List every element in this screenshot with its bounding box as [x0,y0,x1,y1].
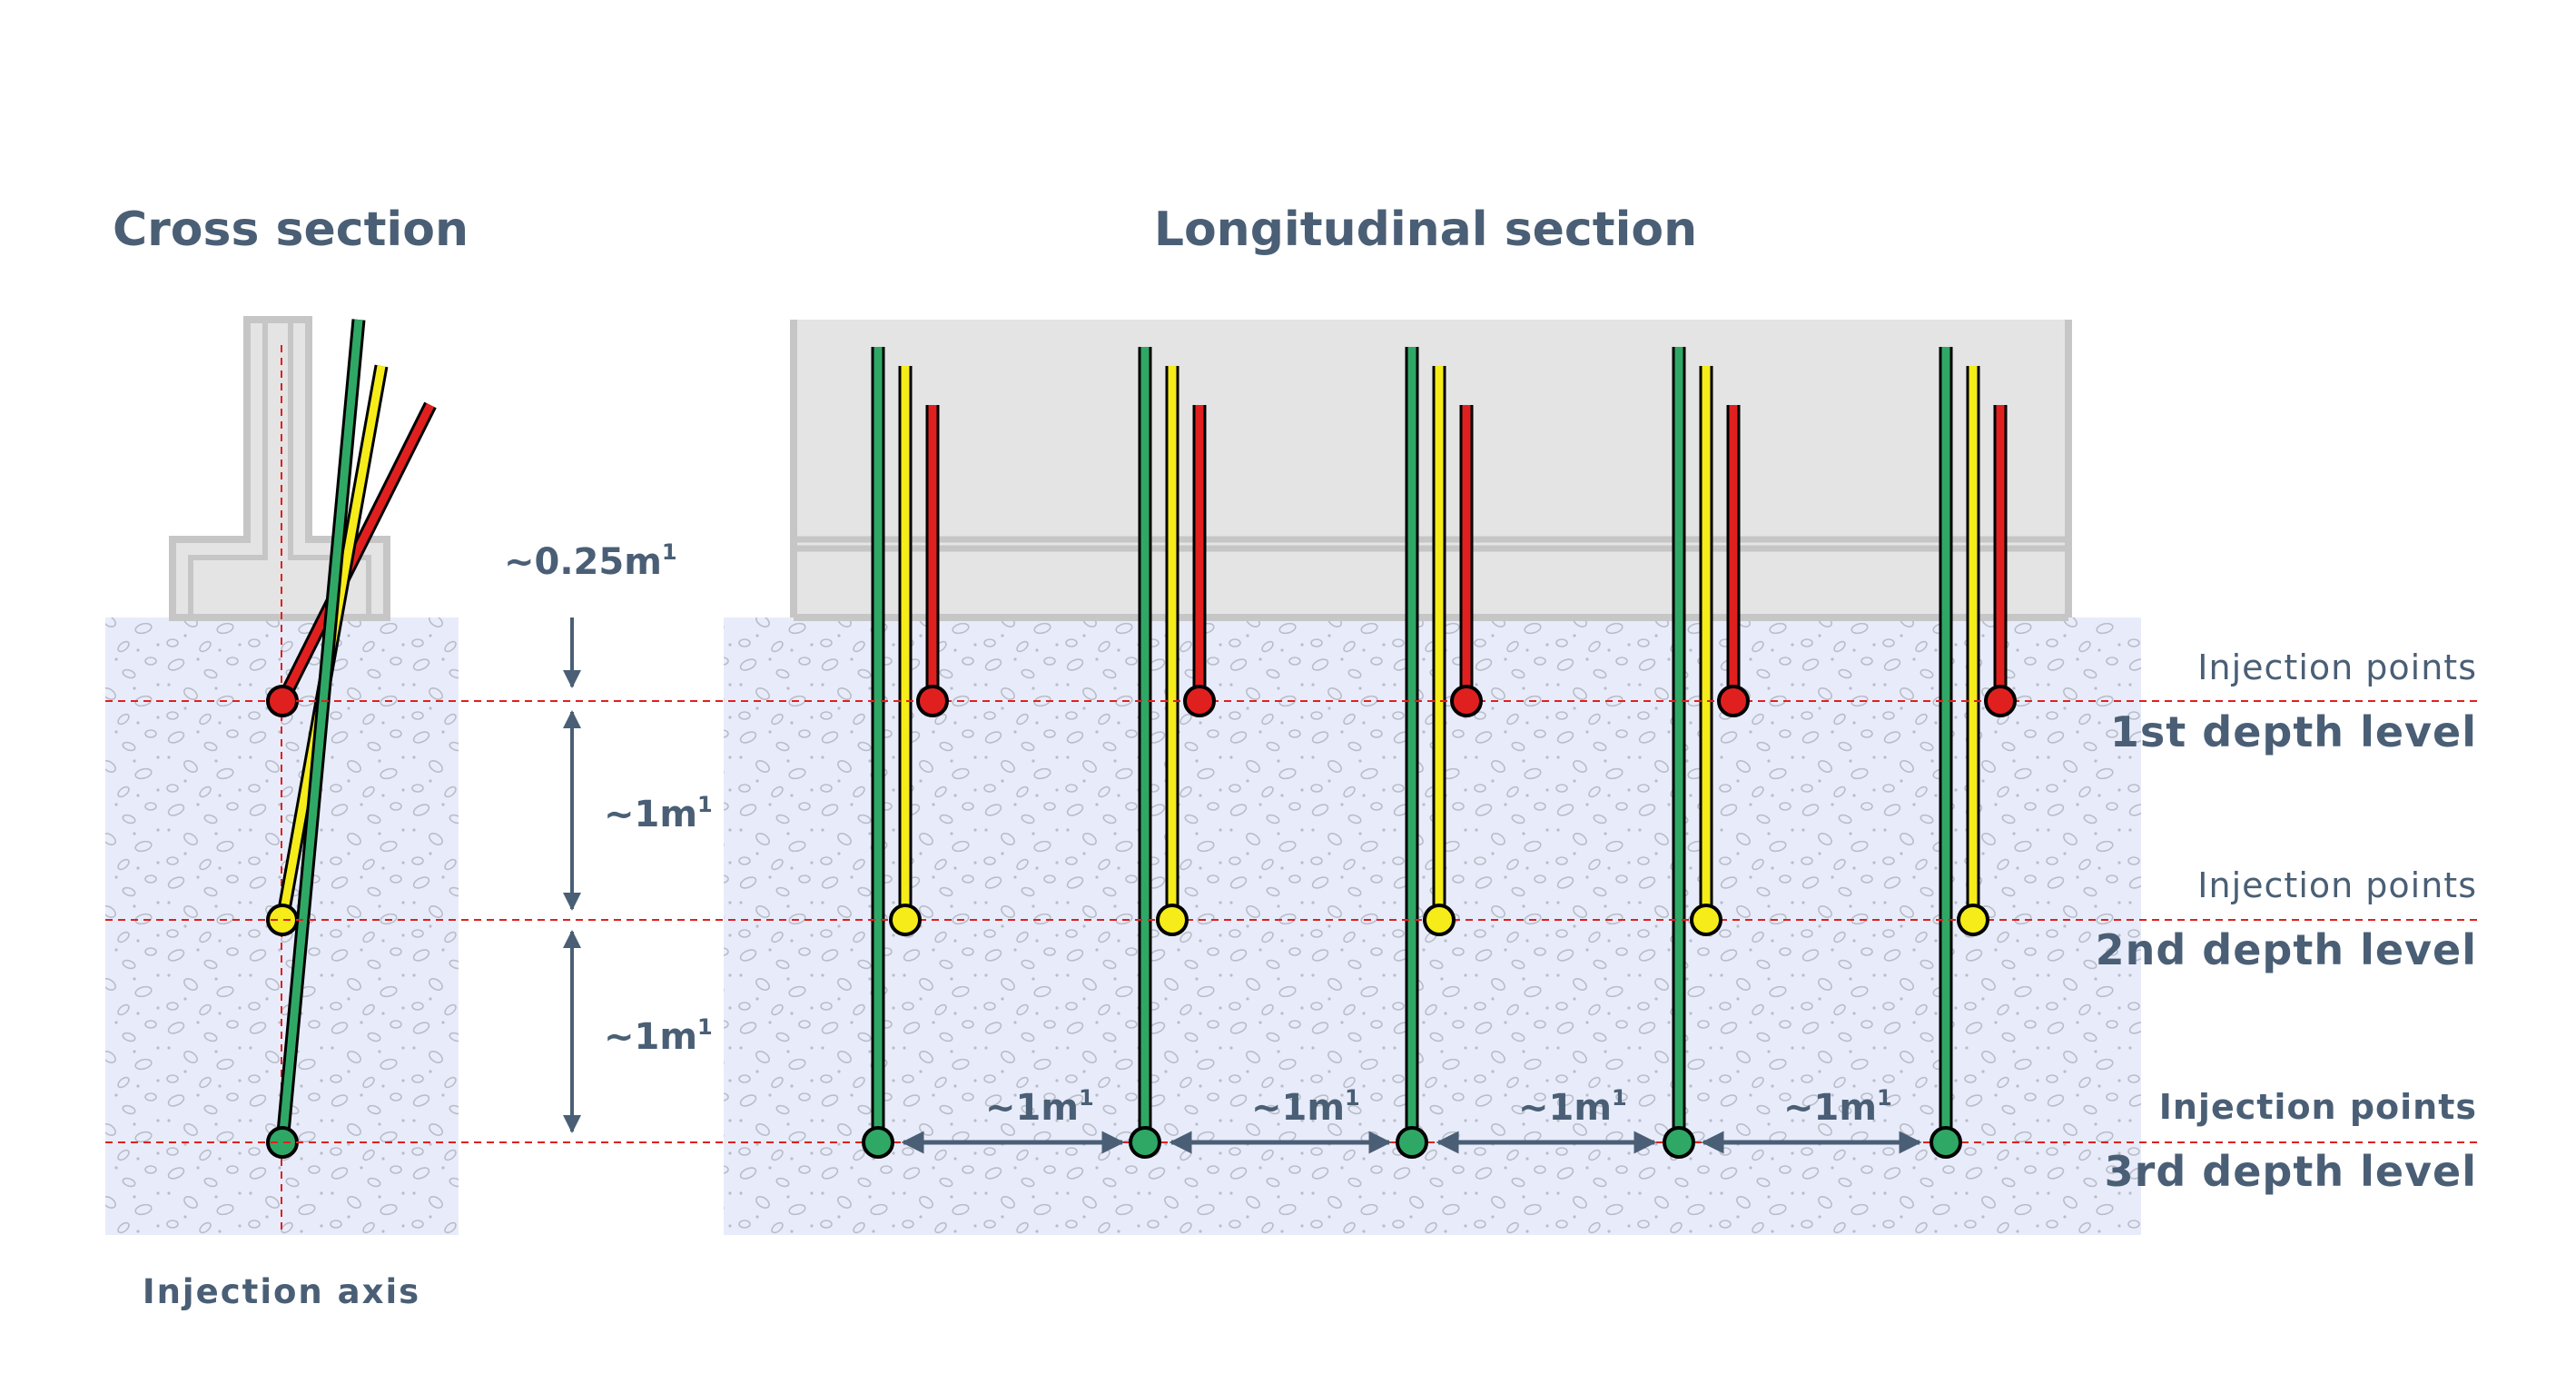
injector-group-5 [1939,347,2008,1142]
injection-point-group-5-level-3 [1930,1126,1962,1159]
injection-point-group-2-level-3 [1129,1126,1161,1159]
horizontal-spacing: ~1m1 ~1m1 ~1m1 ~1m1 [901,1085,1922,1154]
injection-point-group-3-level-2 [1423,904,1456,936]
injection-point-group-2-level-2 [1156,904,1189,936]
injection-point-group-5-level-2 [1957,904,1989,936]
cross-section-title: Cross section [113,203,469,257]
injection-point-group-4-level-2 [1690,904,1722,936]
injection-point-group-1-level-3 [862,1126,894,1159]
dim-label-top: ~0.25m1 [504,539,677,583]
level-2-caption: Injection points [2197,865,2477,905]
injection-axis-label: Injection axis [143,1272,420,1311]
spacing-label-4: ~1m1 [1783,1085,1892,1129]
cross-injector-green [275,319,366,1143]
spacing-label-3: ~1m1 [1518,1085,1627,1129]
depth-labels: Injection points 1st depth level Injecti… [2096,647,2477,1196]
spacing-3: ~1m1 [1436,1085,1657,1154]
spacing-4: ~1m1 [1701,1085,1922,1154]
cross-wall-inner [188,320,371,617]
injection-point-group-5-level-1 [1984,685,2017,717]
injector-groups [871,347,2008,1142]
level-3-name: 3rd depth level [2105,1147,2477,1196]
dim-label-level-1: ~1m1 [604,792,713,835]
level-3-caption: Injection points [2159,1087,2477,1127]
dim-label-level-2: ~1m1 [604,1014,713,1058]
injection-point-group-4-level-3 [1663,1126,1695,1159]
vertical-dimensions: ~0.25m1 ~1m1 ~1m1 [504,539,713,1133]
injection-points-layer [862,685,2017,1159]
injection-point-group-4-level-1 [1717,685,1750,717]
injection-point-group-1-level-1 [916,685,949,717]
spacing-2: ~1m1 [1169,1085,1392,1154]
injection-point-group-3-level-3 [1396,1126,1428,1159]
injector-group-4 [1672,347,1741,1142]
long-wall [790,320,2072,621]
cross-section: Injection axis [105,316,459,1311]
injection-point-group-3-level-1 [1450,685,1483,717]
level-2-name: 2nd depth level [2096,925,2477,974]
longitudinal-section-title: Longitudinal section [1154,203,1697,257]
injector-group-1 [871,347,940,1142]
longitudinal-section [724,320,2141,1235]
injection-point-group-1-level-2 [889,904,922,936]
cross-injector-red [276,401,437,705]
spacing-label-2: ~1m1 [1251,1085,1360,1129]
injection-point-group-2-level-1 [1183,685,1216,717]
injector-group-3 [1405,347,1474,1142]
level-1-name: 1st depth level [2110,707,2477,756]
spacing-label-1: ~1m1 [985,1085,1094,1129]
injector-group-2 [1138,347,1207,1142]
spacing-1: ~1m1 [901,1085,1125,1154]
level-1-caption: Injection points [2197,647,2477,687]
